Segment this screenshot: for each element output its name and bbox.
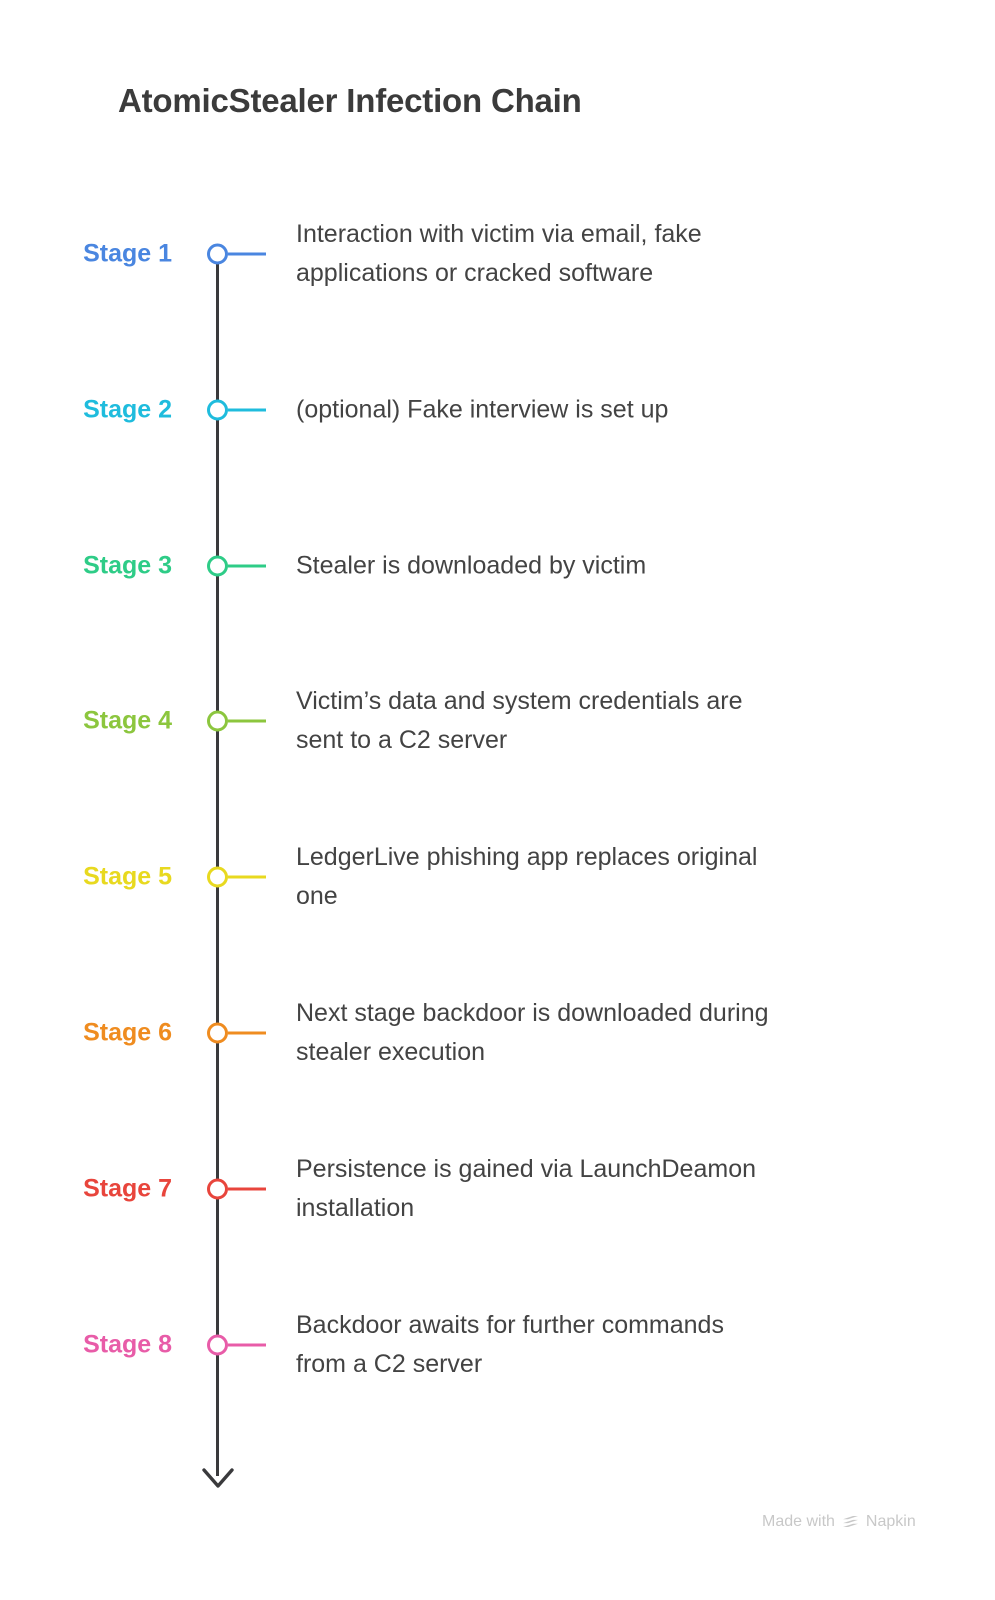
stage-marker-7[interactable] <box>207 1178 228 1200</box>
stage-marker-8[interactable] <box>207 1334 228 1356</box>
stage-description-3: Stealer is downloaded by victim <box>296 551 647 580</box>
stage-label-2[interactable]: Stage 2 <box>83 395 172 424</box>
stage-label-6[interactable]: Stage 6 <box>83 1018 172 1047</box>
stage-label-7[interactable]: Stage 7 <box>83 1174 172 1203</box>
stage-label-3[interactable]: Stage 3 <box>83 551 172 580</box>
stage-marker-2[interactable] <box>207 399 228 421</box>
stage-label-1[interactable]: Stage 1 <box>83 239 172 268</box>
stage-connector-2 <box>228 408 266 412</box>
watermark-brand: Napkin <box>865 1513 916 1530</box>
stage-marker-3[interactable] <box>207 555 228 577</box>
arrow-down-icon <box>196 1462 240 1492</box>
stage-connector-5 <box>228 875 266 879</box>
stage-description-6: Next stage backdoor is downloaded during… <box>296 999 769 1066</box>
stage-label-5[interactable]: Stage 5 <box>83 862 172 891</box>
napkin-chevrons-icon <box>842 1515 859 1530</box>
stage-description-2: (optional) Fake interview is set up <box>296 395 669 424</box>
stage-label-8[interactable]: Stage 8 <box>83 1330 172 1359</box>
stage-connector-4 <box>228 719 266 723</box>
stage-description-5: LedgerLive phishing app replaces origina… <box>296 843 758 910</box>
stage-connector-6 <box>228 1031 266 1035</box>
stage-marker-1[interactable] <box>207 243 228 265</box>
stage-connector-8 <box>228 1343 266 1347</box>
stage-description-1: Interaction with victim via email, fake … <box>296 220 702 287</box>
watermark-prefix: Made with <box>762 1513 835 1530</box>
napkin-watermark: Made with Napkin <box>762 1513 916 1531</box>
stage-description-8: Backdoor awaits for further commands fro… <box>296 1311 724 1378</box>
stage-marker-4[interactable] <box>207 710 228 732</box>
stage-label-4[interactable]: Stage 4 <box>83 706 172 735</box>
page-title: AtomicStealer Infection Chain <box>118 82 582 119</box>
stage-marker-6[interactable] <box>207 1022 228 1044</box>
stage-description-7: Persistence is gained via LaunchDeamon i… <box>296 1155 756 1222</box>
timeline-axis <box>216 254 219 1476</box>
stage-connector-1 <box>228 252 266 256</box>
stage-connector-3 <box>228 564 266 568</box>
stage-description-4: Victim’s data and system credentials are… <box>296 687 743 754</box>
stage-connector-7 <box>228 1187 266 1191</box>
stage-marker-5[interactable] <box>207 866 228 888</box>
